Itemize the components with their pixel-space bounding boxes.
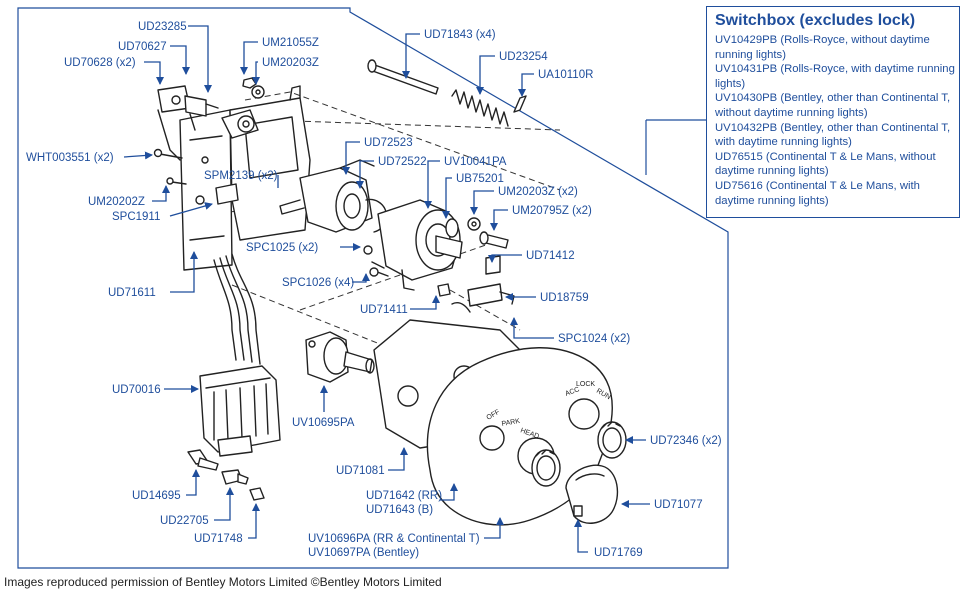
label-ud71411: UD71411	[360, 304, 408, 316]
label-ud23285: UD23285	[138, 21, 187, 33]
label-ud71843: UD71843 (x4)	[424, 29, 496, 41]
label-ud70628: UD70628 (x2)	[64, 57, 136, 69]
label-ud72346: UD72346 (x2)	[650, 435, 722, 447]
legend-item: UD75616 (Continental T & Le Mans, with d…	[715, 179, 920, 207]
label-ud18759: UD18759	[540, 292, 589, 304]
label-ud23254: UD23254	[499, 51, 548, 63]
label-ud71642: UD71642 (RR)	[366, 490, 442, 502]
label-spc1911: SPC1911	[112, 211, 160, 223]
switch-mark-park: PARK	[501, 418, 521, 428]
label-ub75201: UB75201	[456, 173, 504, 185]
label-um21055z: UM21055Z	[262, 37, 319, 49]
legend-item: UD76515 (Continental T & Le Mans, withou…	[715, 150, 936, 178]
label-um20203z-x2: UM20203Z (x2)	[498, 186, 578, 198]
label-wht003551: WHT003551 (x2)	[26, 152, 114, 164]
legend-title: Switchbox (excludes lock)	[715, 12, 916, 29]
label-ud71748: UD71748	[194, 533, 243, 545]
label-spc1025: SPC1025 (x2)	[246, 242, 318, 254]
label-ud71077: UD71077	[654, 499, 703, 511]
label-uv10697pa: UV10697PA (Bentley)	[308, 547, 419, 559]
label-ud71769: UD71769	[594, 547, 643, 559]
legend-item: UV10430PB (Bentley, other than Continent…	[715, 92, 951, 119]
label-um20202z: UM20202Z	[88, 196, 145, 208]
parts-drawing: OFF PARK HEAD ACC LOCK RUN	[153, 59, 627, 526]
image-credit: Images reproduced permission of Bentley …	[4, 575, 442, 589]
label-ud70016: UD70016	[112, 384, 161, 396]
switch-mark-lock: LOCK	[576, 381, 595, 388]
label-ud71611: UD71611	[108, 287, 156, 299]
label-spc1024: SPC1024 (x2)	[558, 333, 630, 345]
legend-item: UV10432PB (Bentley, other than Continent…	[715, 121, 951, 149]
label-um20795z: UM20795Z (x2)	[512, 205, 592, 217]
switch-mark-acc: ACC	[564, 386, 580, 398]
label-ud71081: UD71081	[336, 465, 385, 477]
label-uv10695pa: UV10695PA	[292, 417, 355, 429]
label-ud71412: UD71412	[526, 250, 575, 262]
label-spc1026: SPC1026 (x4)	[282, 277, 354, 289]
label-ud70627: UD70627	[118, 41, 167, 53]
label-uv10041pa: UV10041PA	[444, 156, 507, 168]
label-spm2139: SPM2139 (x2)	[204, 170, 278, 182]
label-ud71643: UD71643 (B)	[366, 504, 433, 516]
label-ud22705: UD22705	[160, 515, 209, 527]
diagram-frame	[17, 7, 729, 569]
label-ud72523: UD72523	[364, 137, 413, 149]
label-ud14695: UD14695	[132, 490, 181, 502]
part-labels: UD23285 UD70627 UD70628 (x2) UM21055Z UM…	[26, 21, 722, 559]
label-ua10110r: UA10110R	[538, 69, 593, 81]
label-ud72522: UD72522	[378, 156, 427, 168]
switchbox-legend: Switchbox (excludes lock) UV10429PB (Rol…	[706, 6, 960, 218]
legend-item: UV10429PB (Rolls-Royce, without daytime …	[715, 34, 930, 61]
legend-item: UV10431PB (Rolls-Royce, with daytime run…	[715, 63, 955, 90]
leader-lines	[123, 25, 650, 553]
label-uv10696pa: UV10696PA (RR & Continental T)	[308, 533, 480, 545]
label-um20203z: UM20203Z	[262, 57, 319, 69]
